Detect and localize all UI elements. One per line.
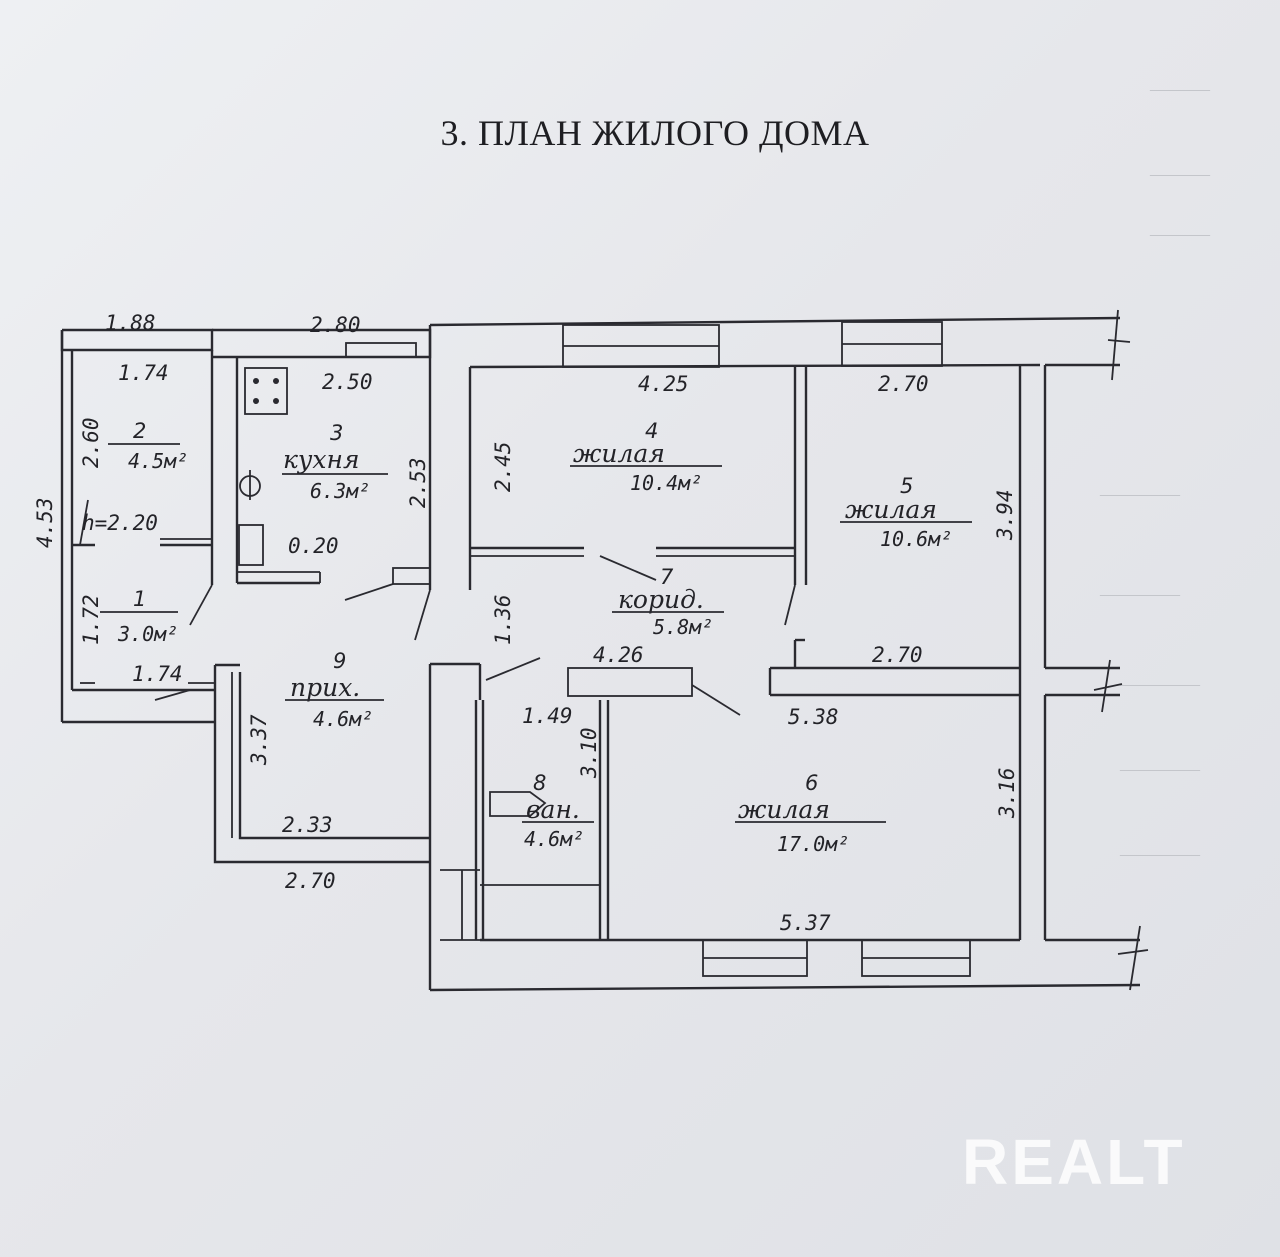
dim-label: 3.10 — [577, 727, 601, 779]
dim-label: 5.38 — [788, 705, 839, 729]
bleed-through-marks: ——— ——— ——— ———— ———— ———— ———— ———— — [1099, 78, 1211, 865]
dim-label: 2.45 — [491, 441, 515, 492]
svg-text:————: ———— — [1099, 583, 1181, 605]
svg-text:6.3м²: 6.3м² — [310, 479, 370, 503]
svg-text:кухня: кухня — [283, 445, 360, 474]
svg-text:————: ———— — [1099, 483, 1181, 505]
room-5-label: 5 жилая 10.6м² — [840, 474, 972, 551]
svg-text:прих.: прих. — [290, 673, 360, 702]
room-1-label: 1 3.0м² — [100, 587, 178, 646]
dim-label: 2.60 — [79, 417, 103, 468]
svg-text:17.0м²: 17.0м² — [777, 832, 849, 856]
svg-text:4.6м²: 4.6м² — [313, 707, 373, 731]
room-2-label: 2 4.5м² — [108, 419, 188, 473]
svg-text:————: ———— — [1119, 843, 1201, 865]
dim-label: 2.70 — [878, 372, 929, 396]
dim-label: 0.20 — [288, 534, 339, 558]
svg-text:жилая: жилая — [573, 439, 665, 468]
svg-text:ван.: ван. — [526, 795, 580, 824]
svg-text:4.5м²: 4.5м² — [128, 449, 188, 473]
svg-text:4: 4 — [645, 419, 658, 443]
dim-label: 1.74 — [132, 662, 183, 686]
room-9-label: 9 прих. 4.6м² — [285, 649, 384, 731]
dim-label: 2.33 — [282, 813, 333, 837]
svg-text:3.0м²: 3.0м² — [117, 622, 178, 646]
svg-text:жилая: жилая — [845, 495, 937, 524]
svg-text:7: 7 — [660, 565, 674, 589]
dim-label: 3.94 — [993, 489, 1017, 541]
svg-text:————: ———— — [1119, 758, 1201, 780]
dim-label: 4.53 — [33, 497, 57, 548]
dim-label: 5.37 — [780, 911, 831, 935]
svg-text:5: 5 — [900, 474, 913, 498]
dim-label: 4.26 — [593, 643, 644, 667]
svg-text:8: 8 — [533, 771, 546, 795]
svg-text:5.8м²: 5.8м² — [653, 615, 713, 639]
svg-text:9: 9 — [333, 649, 346, 673]
room-7-label: 7 корид. 5.8м² — [612, 565, 724, 639]
svg-text:1: 1 — [133, 587, 146, 611]
realt-watermark-logo: REALT — [962, 1126, 1186, 1198]
svg-text:———: ——— — [1149, 223, 1211, 245]
room-3-label: 3 кухня 6.3м² — [282, 421, 388, 503]
svg-text:6: 6 — [805, 771, 818, 795]
svg-text:корид.: корид. — [618, 585, 704, 614]
dim-label: 1.74 — [118, 361, 169, 385]
dim-label: 3.16 — [995, 767, 1019, 819]
svg-text:————: ———— — [1119, 673, 1201, 695]
svg-text:жилая: жилая — [738, 795, 830, 824]
svg-text:———: ——— — [1149, 78, 1211, 100]
svg-text:3: 3 — [330, 421, 343, 445]
ceiling-height-label: h=2.20 — [82, 511, 158, 535]
svg-text:10.6м²: 10.6м² — [880, 527, 952, 551]
svg-text:4.6м²: 4.6м² — [524, 827, 584, 851]
svg-text:———: ——— — [1149, 163, 1211, 185]
dim-label: 1.72 — [79, 594, 103, 645]
dim-label: 2.53 — [406, 457, 430, 508]
interior-walls — [72, 357, 1020, 941]
dim-label: 4.25 — [638, 372, 689, 396]
kitchen-stove-icon — [244, 367, 288, 415]
dimension-labels: 1.88 1.74 2.60 4.53 1.72 1.74 2.80 2.50 … — [33, 311, 1019, 935]
svg-text:2: 2 — [133, 419, 146, 443]
room-6-label: 6 жилая 17.0м² — [735, 771, 886, 856]
dim-label: 2.50 — [322, 370, 373, 394]
exterior-walls — [60, 309, 1149, 992]
door-swings — [79, 499, 796, 716]
room-8-label: 8 ван. 4.6м² — [522, 771, 594, 851]
dim-label: 1.36 — [491, 594, 515, 645]
room-4-label: 4 жилая 10.4м² — [570, 419, 722, 495]
svg-text:10.4м²: 10.4м² — [630, 471, 702, 495]
bathtub-icon — [489, 791, 547, 817]
dim-label: 3.37 — [247, 714, 271, 766]
dim-label: 1.49 — [522, 704, 573, 728]
dim-label: 1.88 — [105, 311, 156, 335]
dim-label: 2.70 — [285, 869, 336, 893]
dim-label: 2.70 — [872, 643, 923, 667]
gas-boiler-icon — [238, 470, 264, 566]
plan-title: 3. ПЛАН ЖИЛОГО ДОМА — [440, 113, 870, 153]
dim-label: 2.80 — [310, 313, 361, 337]
